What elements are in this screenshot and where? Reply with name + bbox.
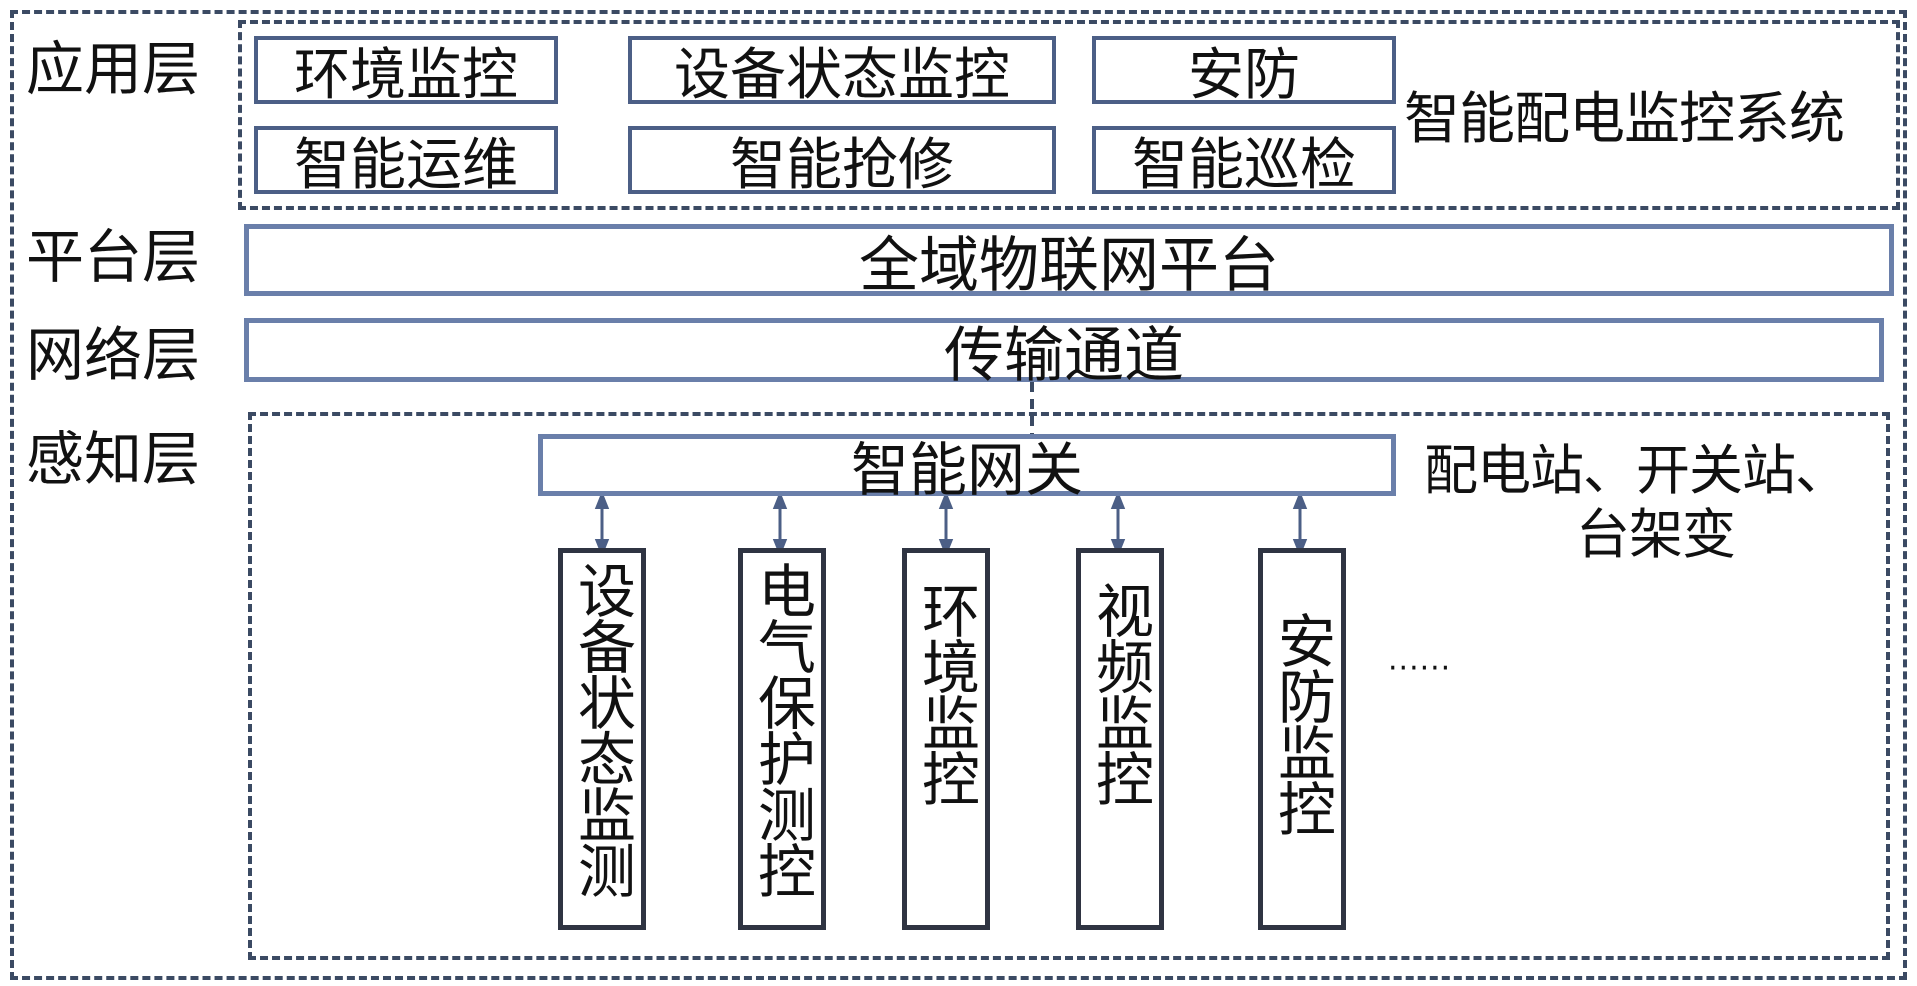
smart-gateway: 智能网关 <box>538 434 1396 504</box>
app-module-smart-maintenance: 智能运维 <box>254 126 558 198</box>
app-module-environment-monitoring: 环境监控 <box>254 36 558 108</box>
layer-label-network: 网络层 <box>26 321 201 389</box>
application-layer-frame <box>238 20 1900 210</box>
site-label-line2: 台架变 <box>1576 503 1736 566</box>
sensor-label: 环境监控 <box>912 581 980 805</box>
sensor-video-monitoring: 视频监控 <box>1076 548 1164 930</box>
layer-label-application: 应用层 <box>26 35 201 103</box>
app-module-security: 安防 <box>1092 36 1396 108</box>
system-name: 智能配电监控系统 <box>1404 87 1845 152</box>
layer-label-platform: 平台层 <box>26 223 201 291</box>
sensor-label: 安防监控 <box>1268 611 1336 835</box>
app-module-smart-inspection: 智能巡检 <box>1092 126 1396 198</box>
app-module-equipment-status-monitoring: 设备状态监控 <box>628 36 1056 108</box>
platform-bar: 全域物联网平台 <box>244 224 1894 301</box>
ellipsis: ······ <box>1388 651 1452 686</box>
outer-frame <box>10 10 1907 980</box>
perception-layer-frame <box>248 412 1890 960</box>
site-label-line1: 配电站、开关站、 <box>1424 439 1849 502</box>
sensor-label: 视频监控 <box>1086 581 1154 805</box>
app-module-smart-repair: 智能抢修 <box>628 126 1056 198</box>
sensor-security-monitoring: 安防监控 <box>1258 548 1346 930</box>
sensor-environment-monitoring: 环境监控 <box>902 548 990 930</box>
layer-label-perception: 感知层 <box>26 425 201 493</box>
sensor-label: 设备状态监测 <box>568 561 636 897</box>
sensor-label: 电气保护测控 <box>748 561 816 897</box>
network-bar: 传输通道 <box>244 318 1884 391</box>
sensor-equipment-status: 设备状态监测 <box>558 548 646 930</box>
sensor-electrical-protection: 电气保护测控 <box>738 548 826 930</box>
